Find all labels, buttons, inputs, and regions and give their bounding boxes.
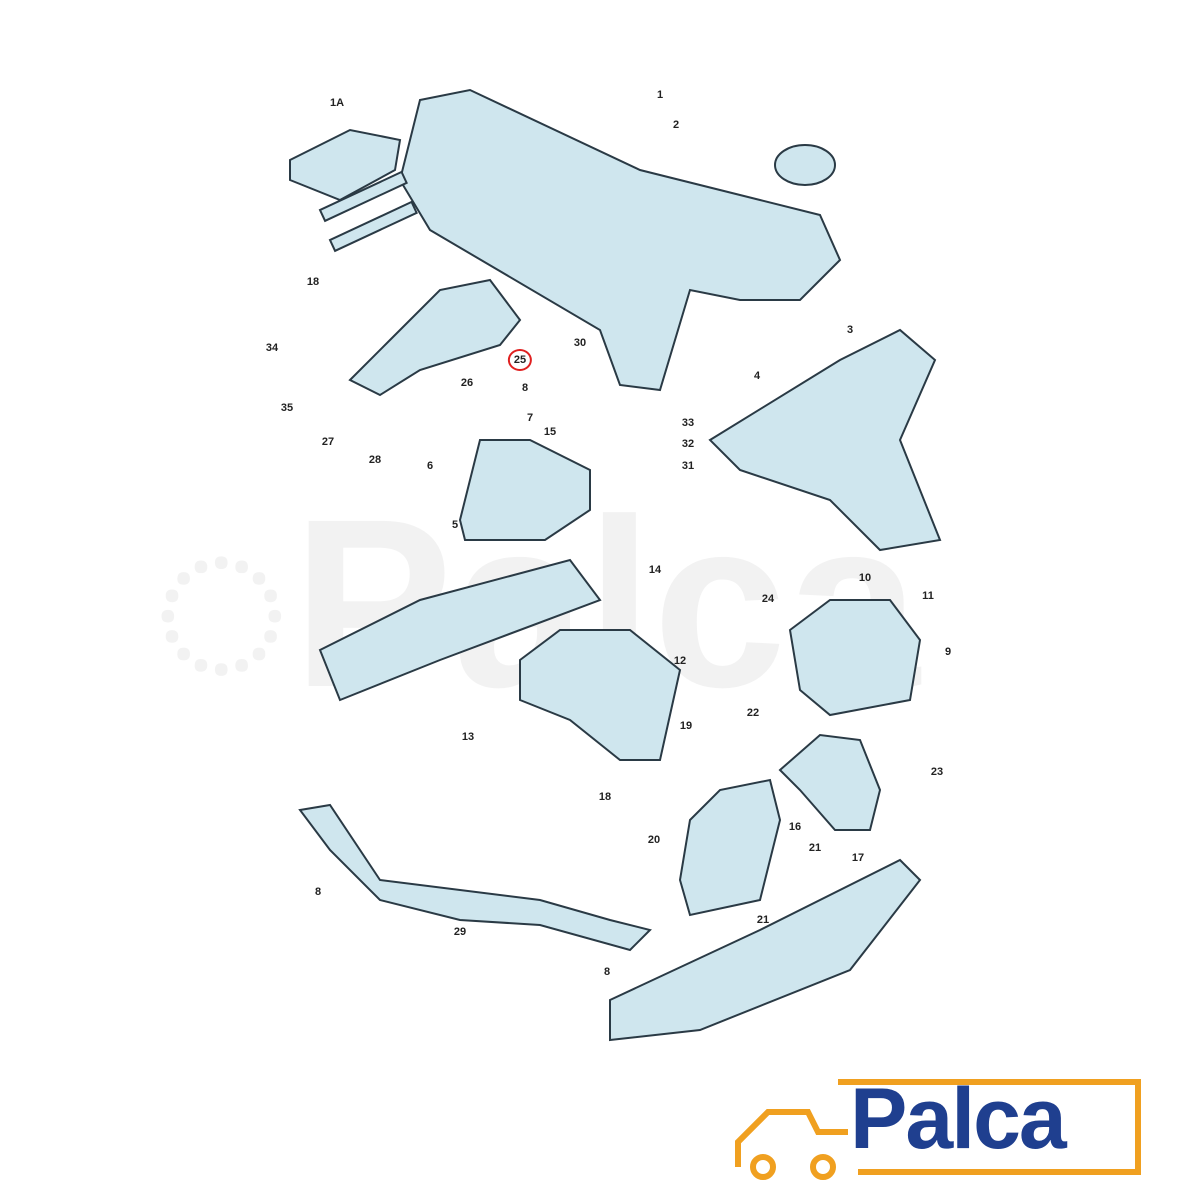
label-8b: 8 xyxy=(314,886,322,898)
subframe xyxy=(398,88,842,392)
label-26: 26 xyxy=(460,377,474,389)
label-32: 32 xyxy=(681,438,695,450)
label-29: 29 xyxy=(453,926,467,938)
bushing-2 xyxy=(774,144,836,186)
label-1: 1 xyxy=(656,89,664,101)
label-10: 10 xyxy=(858,572,872,584)
label-2: 2 xyxy=(672,119,680,131)
plate-1a xyxy=(289,128,402,202)
label-19: 19 xyxy=(679,720,693,732)
label-14: 14 xyxy=(648,564,662,576)
bracket-16 xyxy=(678,778,782,917)
mount-9 xyxy=(788,599,922,717)
crossmember-left xyxy=(318,558,602,702)
label-9: 9 xyxy=(944,646,952,658)
label-11: 11 xyxy=(922,590,934,602)
label-13: 13 xyxy=(461,731,475,743)
pendulum-29 xyxy=(298,803,652,952)
label-30: 30 xyxy=(573,337,587,349)
control-arm xyxy=(708,328,942,552)
bracket-17 xyxy=(778,733,882,831)
label-18b: 18 xyxy=(598,791,612,803)
label-23: 23 xyxy=(930,766,944,778)
torque-arm xyxy=(348,278,522,397)
label-5: 5 xyxy=(451,519,459,531)
label-28: 28 xyxy=(368,454,382,466)
label-20: 20 xyxy=(647,834,661,846)
label-8c: 8 xyxy=(603,966,611,978)
label-17: 17 xyxy=(851,852,865,864)
label-21b: 21 xyxy=(756,914,770,926)
label-27: 27 xyxy=(321,436,335,448)
palca-car-icon xyxy=(735,1079,1141,1180)
label-31: 31 xyxy=(681,460,695,472)
label-35: 35 xyxy=(280,402,294,414)
label-22: 22 xyxy=(746,707,760,719)
crossmember-lower xyxy=(609,858,922,1042)
palca-logo: Palca xyxy=(850,1071,1067,1167)
label-24: 24 xyxy=(761,593,775,605)
label-15: 15 xyxy=(543,426,557,438)
label-18: 18 xyxy=(306,276,320,288)
label-34: 34 xyxy=(265,342,279,354)
bracket-12 xyxy=(519,629,682,761)
label-1a: 1A xyxy=(329,97,345,109)
label-8: 8 xyxy=(521,382,529,394)
label-21a: 21 xyxy=(808,842,822,854)
mount-5 xyxy=(458,439,591,541)
label-3: 3 xyxy=(846,324,854,336)
label-4: 4 xyxy=(753,370,761,382)
label-7: 7 xyxy=(526,412,534,424)
label-16: 16 xyxy=(788,821,802,833)
label-33: 33 xyxy=(681,417,695,429)
label-12: 12 xyxy=(673,655,687,667)
label-25-highlighted: 25 xyxy=(507,349,533,371)
label-6: 6 xyxy=(426,460,434,472)
